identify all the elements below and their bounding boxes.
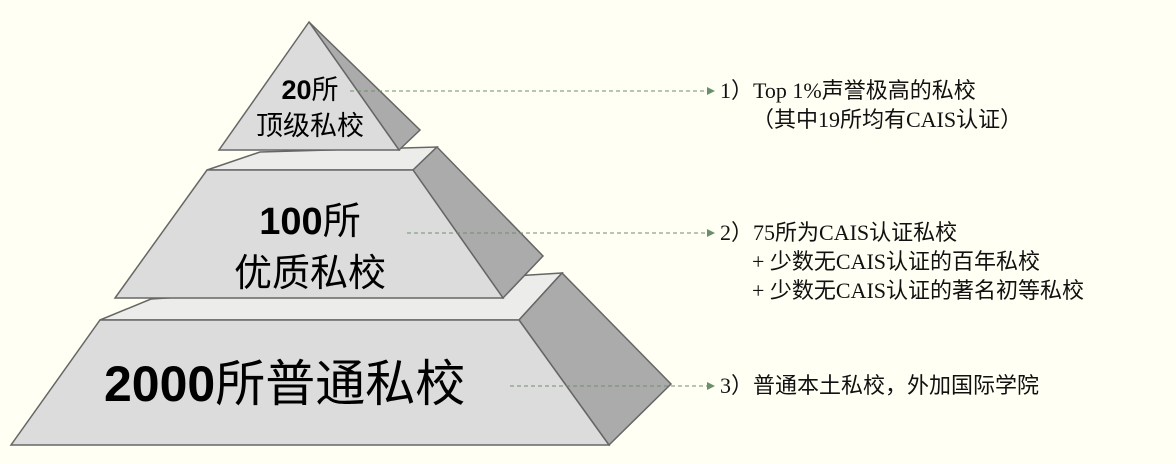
annotation-line: + 少数无CAIS认证的百年私校 bbox=[752, 249, 1041, 274]
tier-label-bottom: 2000所普通私校 bbox=[80, 352, 604, 416]
annotation-line: Top 1%声誉极高的私校 bbox=[753, 78, 976, 103]
annotation-line: + 少数无CAIS认证的著名初等私校 bbox=[752, 278, 1085, 303]
annotation-marker: 2） bbox=[720, 220, 754, 245]
annotation-line: （其中19所均有CAIS认证） bbox=[752, 107, 1023, 132]
tier-name: 顶级私校 bbox=[256, 111, 364, 141]
tier-name: 普通私校 bbox=[265, 356, 466, 412]
tier-label-top: 20所 顶级私校 bbox=[230, 72, 390, 144]
annotation-marker: 3） bbox=[720, 373, 754, 398]
tier-count: 100 bbox=[259, 201, 323, 243]
annotation-marker: 1） bbox=[720, 78, 754, 103]
tier-unit: 所 bbox=[311, 75, 339, 105]
tier-top-shape bbox=[217, 20, 422, 152]
tier-bottom-shape bbox=[9, 271, 673, 447]
annotation-line: 普通本土私校，外加国际学院 bbox=[753, 373, 1040, 398]
tier-count: 20 bbox=[281, 75, 312, 105]
annotation-2: 2）75所为CAIS认证私校 + 少数无CAIS认证的百年私校 + 少数无CAI… bbox=[720, 218, 1084, 305]
tier-unit: 所 bbox=[322, 201, 361, 243]
annotation-3: 3）普通本土私校，外加国际学院 bbox=[720, 371, 1039, 400]
tier-label-middle: 100所 优质私校 bbox=[200, 196, 420, 300]
annotation-1: 1）Top 1%声誉极高的私校 （其中19所均有CAIS认证） bbox=[720, 76, 1022, 134]
tier-middle-shape bbox=[113, 145, 545, 300]
tier-unit: 所 bbox=[215, 356, 266, 412]
tier-count: 2000 bbox=[104, 356, 216, 412]
tier-name: 优质私校 bbox=[233, 253, 386, 295]
annotation-line: 75所为CAIS认证私校 bbox=[753, 220, 958, 245]
